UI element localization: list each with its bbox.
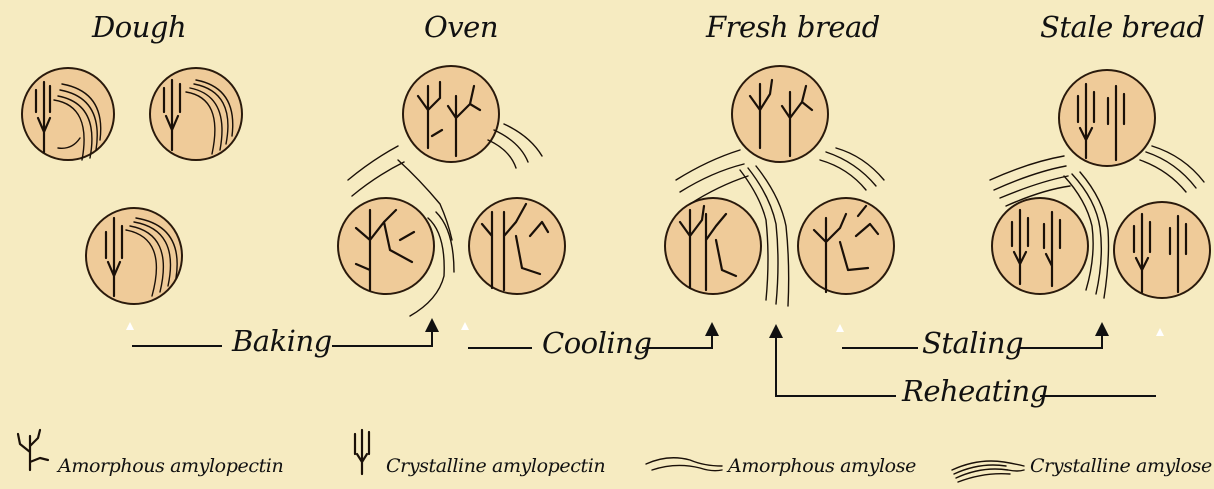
dough-granule-1 (22, 68, 114, 160)
fresh-granule-top (732, 66, 828, 162)
crystalline-amylopectin-icon (355, 430, 369, 474)
legend-amorphous-amylose: Amorphous amylose (728, 455, 916, 477)
stage-label-stale-bread: Stale bread (1040, 10, 1204, 44)
legend-crystalline-amylose: Crystalline amylose (1030, 455, 1212, 477)
oven-granule-left (338, 198, 434, 294)
fresh-granule-right (798, 198, 894, 294)
process-label-reheating: Reheating (902, 374, 1048, 408)
dough-granule-3 (86, 208, 182, 304)
oven-granule-top (403, 66, 499, 162)
process-label-baking: Baking (232, 324, 332, 358)
dough-granules (22, 68, 242, 304)
dough-granule-2 (150, 68, 242, 160)
legend-amorphous-amylopectin: Amorphous amylopectin (58, 455, 283, 477)
legend-crystalline-amylopectin: Crystalline amylopectin (386, 455, 605, 477)
process-label-cooling: Cooling (542, 326, 651, 360)
amorphous-amylopectin-icon (18, 430, 48, 470)
process-label-staling: Staling (922, 326, 1023, 360)
stage-label-dough: Dough (92, 10, 186, 44)
stage-label-fresh-bread: Fresh bread (706, 10, 880, 44)
stale-granule-top (1059, 70, 1155, 166)
stage-label-oven: Oven (424, 10, 498, 44)
stale-granule-right (1114, 202, 1210, 298)
amorphous-amylose-icon (646, 458, 722, 471)
crystalline-amylose-icon (952, 461, 1024, 482)
oven-granule-right (469, 198, 565, 294)
fresh-granule-left (665, 198, 761, 294)
fresh-bread-granules (665, 66, 894, 294)
stale-granule-left (992, 198, 1088, 294)
